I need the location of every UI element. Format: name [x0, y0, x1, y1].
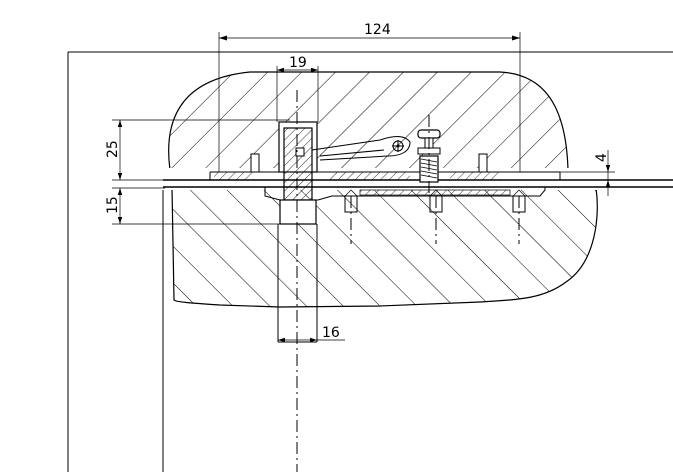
dim-upper-height: 25 [105, 140, 121, 158]
dim-width-total: 124 [364, 22, 391, 38]
dim-lower-height: 15 [105, 196, 121, 214]
latch-lever [311, 136, 411, 161]
dim-gap: 4 [594, 153, 610, 162]
plates [163, 171, 673, 201]
dim-shaft-width: 16 [322, 325, 340, 341]
lower-body [171, 187, 598, 308]
pin-assembly [277, 121, 318, 343]
frame [67, 51, 673, 472]
dimension-lines [112, 32, 615, 343]
upper-body [168, 71, 569, 171]
dim-pin-width: 19 [289, 55, 307, 71]
centerlines [296, 90, 520, 472]
dimension-labels: 124 19 25 15 4 16 [105, 22, 610, 341]
